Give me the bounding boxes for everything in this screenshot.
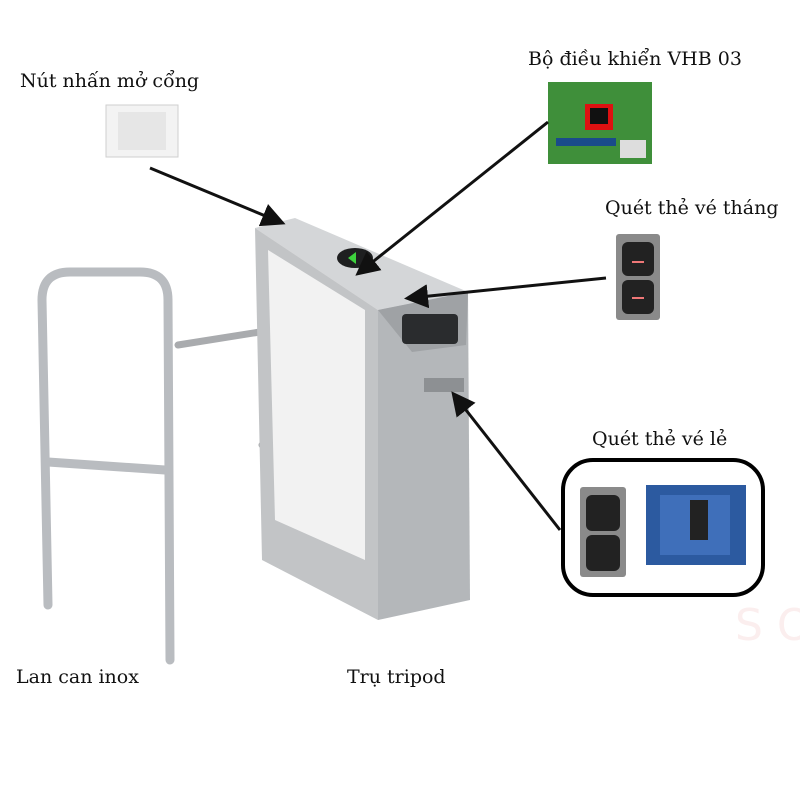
label-monthly-card: Quét thẻ vé tháng: [605, 197, 779, 219]
label-exit-button: Nút nhấn mở cổng: [20, 70, 200, 92]
card-reader-panel: [402, 314, 458, 344]
inox-railing: [37, 267, 175, 665]
card-slot: [424, 378, 464, 392]
pointer-arrows: [149, 120, 607, 531]
watermark: SO: [735, 600, 800, 651]
monthly-card-reader-image: [616, 234, 660, 320]
tripod-body: [255, 218, 470, 620]
label-tripod: Trụ tripod: [347, 666, 446, 688]
controller-board-image: [548, 82, 652, 164]
single-card-callout: [561, 458, 765, 597]
label-controller: Bộ điều khiển VHB 03: [528, 48, 742, 70]
label-single-card: Quét thẻ vé lẻ: [592, 428, 728, 450]
exit-button-image: [105, 104, 179, 158]
label-railing: Lan can inox: [16, 666, 139, 688]
